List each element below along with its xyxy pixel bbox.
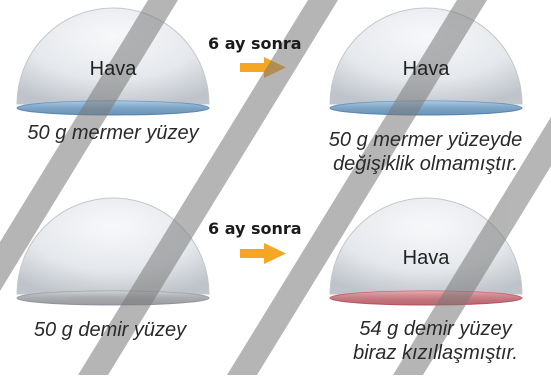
caption-marble-after: 50 g mermer yüzeyde değişiklik olmamıştı… [300,128,551,176]
caption-marble-after-line1: 50 g mermer yüzeyde [328,129,523,151]
dome-label-marble-before: Hava [89,58,137,80]
caption-iron-after: 54 g demir yüzey biraz kızıllaşmıştır. [320,317,551,365]
arrow-label-top: 6 ay sonra [208,34,302,53]
dome-marble-after [329,7,523,116]
caption-iron-after-line2: biraz kızıllaşmıştır. [353,342,518,364]
dome-label-iron-after: Hava [402,247,450,269]
arrow-icon-bottom [240,243,286,264]
arrow-label-bottom: 6 ay sonra [208,219,302,238]
caption-marble-after-line2: değişiklik olmamıştır. [333,153,518,175]
caption-iron-before: 50 g demir yüzey [33,319,187,341]
dome-label-marble-after: Hava [402,58,450,80]
caption-iron-after-line1: 54 g demir yüzey [359,318,512,340]
caption-marble-before: 50 g mermer yüzey [27,122,199,144]
